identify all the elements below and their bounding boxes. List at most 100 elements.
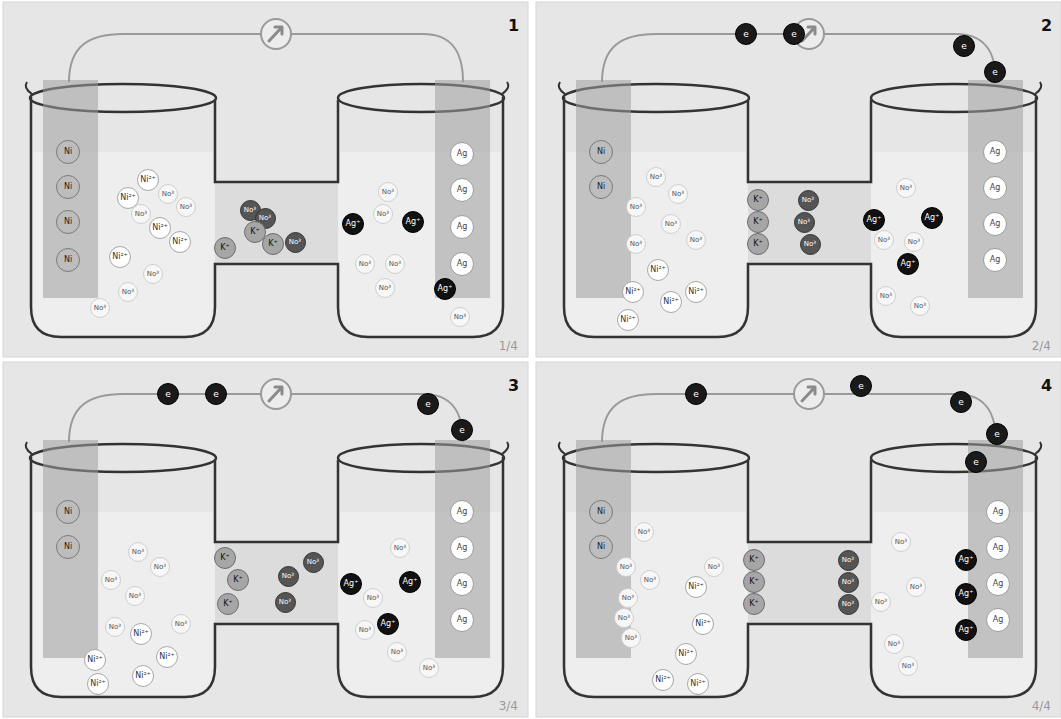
nitrate-ion: No³ <box>143 264 163 284</box>
ion-symbol: Ag⁺ <box>403 578 418 586</box>
nitrate-ion: No³ <box>616 557 636 577</box>
electron: e <box>735 23 757 45</box>
frame-counter: 3/4 <box>499 699 518 713</box>
potassium-ion: K⁺ <box>214 237 236 259</box>
ion-symbol: No³ <box>842 601 854 608</box>
nitrate-ion: No³ <box>904 232 924 252</box>
nitrate-ion: No³ <box>906 577 926 597</box>
ion-symbol: No³ <box>620 564 632 571</box>
ion-symbol: Ni²⁺ <box>90 680 106 688</box>
nitrate-ion: No³ <box>668 184 688 204</box>
silver-atom: Ag <box>986 608 1010 632</box>
silver-ion: Ag⁺ <box>377 613 399 635</box>
nitrate-ion: No³ <box>686 230 706 250</box>
nickel-atom: Ni <box>56 210 80 234</box>
ion-symbol: Ag <box>993 544 1004 552</box>
potassium-ion: K⁺ <box>227 569 249 591</box>
nitrate-ion: No³ <box>634 522 654 542</box>
silver-atom: Ag <box>450 215 474 239</box>
ion-symbol: e <box>992 68 998 77</box>
silver-atom: Ag <box>450 178 474 202</box>
ion-symbol: No³ <box>875 599 887 606</box>
ion-symbol: Ag⁺ <box>901 260 916 268</box>
silver-ion: Ag⁺ <box>863 209 885 231</box>
nitrate-ion: No³ <box>626 197 646 217</box>
ion-symbol: No³ <box>391 649 403 656</box>
potassium-ion: K⁺ <box>747 233 769 255</box>
nickel-ion: Ni²⁺ <box>685 281 707 303</box>
ion-symbol: Ni <box>64 148 72 156</box>
ion-symbol: Ni²⁺ <box>690 680 706 688</box>
ion-symbol: Ag⁺ <box>381 620 396 628</box>
ion-symbol: No³ <box>914 303 926 310</box>
nitrate-ion: No³ <box>378 182 398 202</box>
potassium-ion: K⁺ <box>743 549 765 571</box>
nitrate-ion-bridge: No³ <box>838 550 859 571</box>
ion-symbol: No³ <box>672 191 684 198</box>
nickel-ion: Ni²⁺ <box>156 646 178 668</box>
electron: e <box>850 375 872 397</box>
ion-symbol: Ag <box>993 508 1004 516</box>
ion-symbol: No³ <box>359 627 371 634</box>
nitrate-ion: No³ <box>150 557 170 577</box>
ion-symbol: No³ <box>625 635 637 642</box>
nickel-ion: Ni²⁺ <box>660 291 682 313</box>
ion-symbol: No³ <box>423 665 435 672</box>
nitrate-ion: No³ <box>640 570 660 590</box>
nickel-atom: Ni <box>56 535 80 559</box>
ion-symbol: No³ <box>379 285 391 292</box>
ion-symbol: No³ <box>908 239 920 246</box>
nitrate-ion: No³ <box>125 586 145 606</box>
ion-symbol: No³ <box>367 595 379 602</box>
silver-atom: Ag <box>450 536 474 560</box>
ion-symbol: No³ <box>94 305 106 312</box>
nickel-atom: Ni <box>56 140 80 164</box>
nickel-ion: Ni²⁺ <box>169 231 191 253</box>
ion-symbol: Ni²⁺ <box>135 672 151 680</box>
ion-symbol: e <box>973 458 979 467</box>
ion-symbol: No³ <box>282 573 294 580</box>
silver-atom: Ag <box>986 536 1010 560</box>
nitrate-ion-bridge: No³ <box>800 234 821 255</box>
silver-atom: Ag <box>983 140 1007 164</box>
nitrate-ion: No³ <box>646 167 666 187</box>
nitrate-ion: No³ <box>128 542 148 562</box>
electron: e <box>157 383 179 405</box>
ion-symbol: No³ <box>180 204 192 211</box>
nickel-atom: Ni <box>589 140 613 164</box>
silver-atom: Ag <box>983 248 1007 272</box>
nitrate-ion: No³ <box>704 557 724 577</box>
nitrate-ion: No³ <box>871 592 891 612</box>
nitrate-ion: No³ <box>614 608 634 628</box>
ion-symbol: No³ <box>638 529 650 536</box>
electron: e <box>953 35 975 57</box>
silver-atom: Ag <box>986 500 1010 524</box>
nitrate-ion: No³ <box>375 278 395 298</box>
frame-number: 4 <box>1041 376 1052 395</box>
nitrate-ion: No³ <box>101 570 121 590</box>
nitrate-ion: No³ <box>363 588 383 608</box>
ion-symbol: No³ <box>690 237 702 244</box>
silver-ion: Ag⁺ <box>897 253 919 275</box>
electron: e <box>965 451 987 473</box>
ion-symbol: Ag⁺ <box>867 216 882 224</box>
nickel-atom: Ni <box>56 175 80 199</box>
nitrate-ion: No³ <box>898 656 918 676</box>
nickel-atom: Ni <box>56 248 80 272</box>
nickel-ion: Ni²⁺ <box>617 309 639 331</box>
ion-symbol: Ag⁺ <box>959 556 974 564</box>
silver-ion: Ag⁺ <box>955 549 977 571</box>
ion-symbol: Ni²⁺ <box>112 253 128 261</box>
nitrate-ion-bridge: No³ <box>838 572 859 593</box>
ion-symbol: Ag <box>993 616 1004 624</box>
nitrate-ion: No³ <box>158 184 178 204</box>
ion-symbol: Ag <box>457 150 468 158</box>
nickel-atom: Ni <box>589 175 613 199</box>
nitrate-ion-bridge: No³ <box>275 592 296 613</box>
silver-ion: Ag⁺ <box>402 211 424 233</box>
silver-ion: Ag⁺ <box>342 213 364 235</box>
nitrate-ion: No³ <box>105 617 125 637</box>
ion-symbol: Ni²⁺ <box>140 176 156 184</box>
